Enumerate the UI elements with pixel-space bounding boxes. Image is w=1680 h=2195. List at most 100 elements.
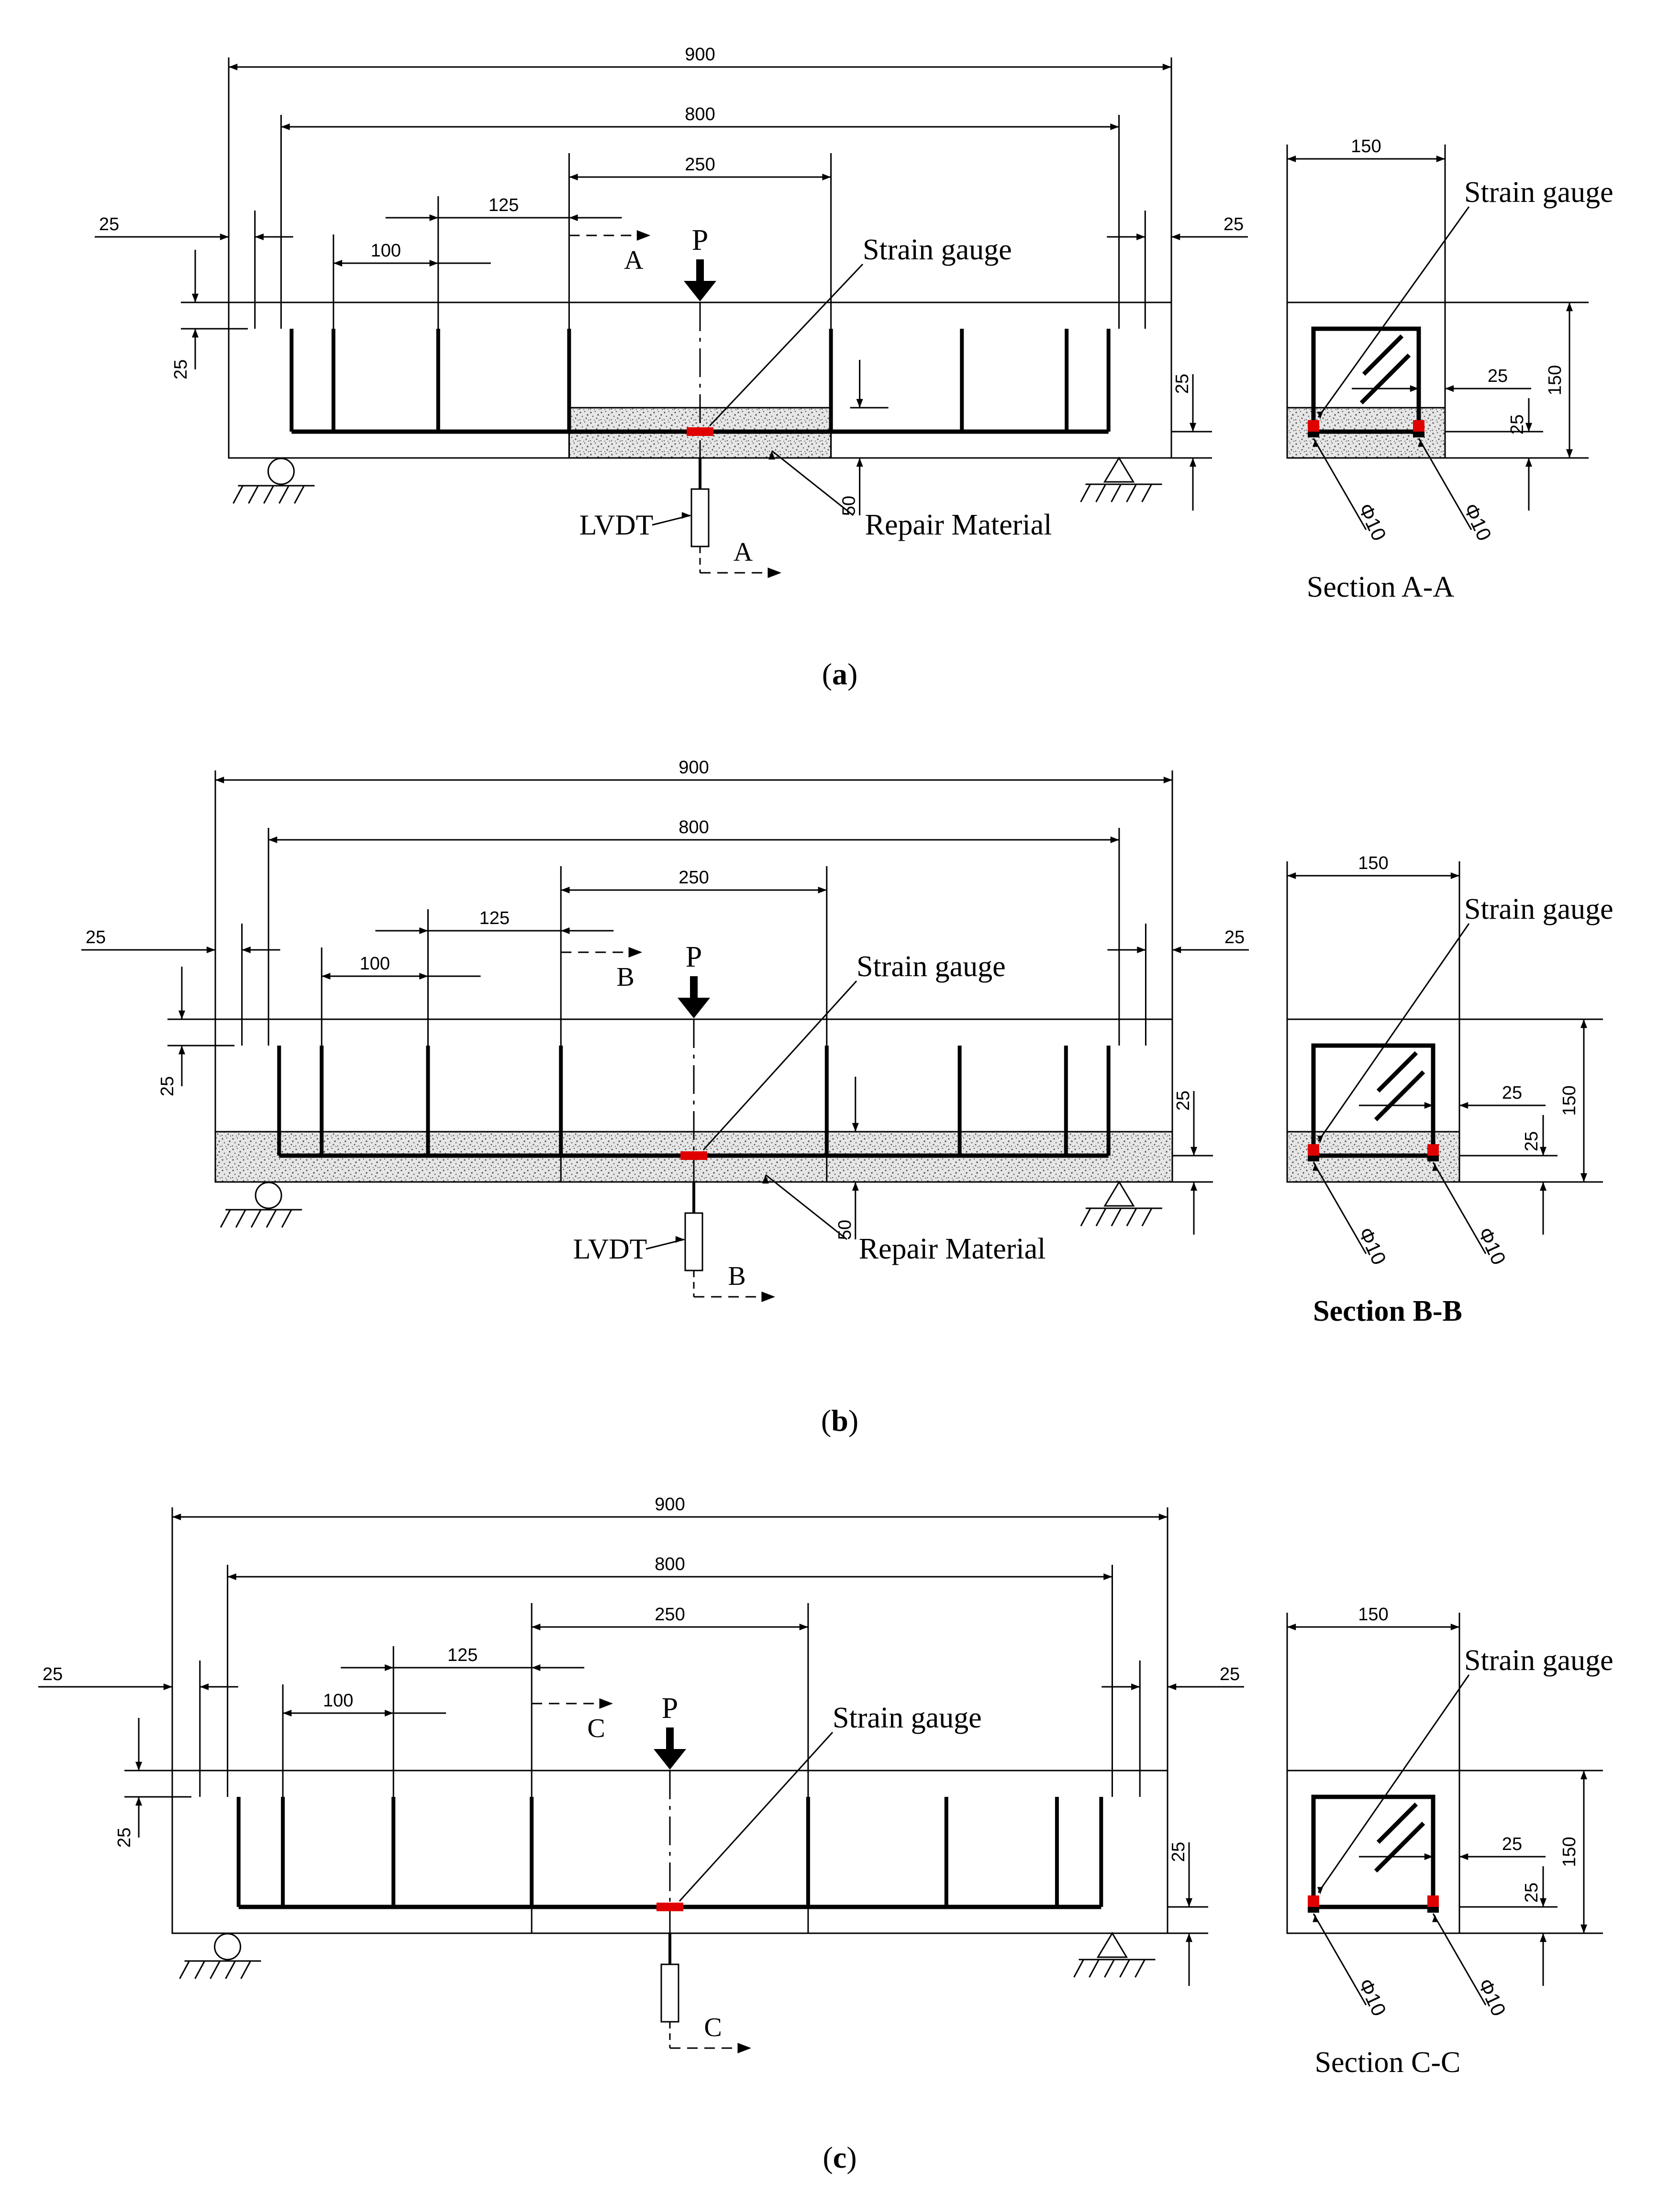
dim-100-arrow — [429, 260, 438, 267]
panel-caption: (b) — [821, 1404, 858, 1437]
roller-support-icon — [214, 1933, 242, 1961]
section-cut-top-letter: B — [617, 962, 634, 992]
section-strain-arrow — [1317, 1136, 1323, 1143]
strain-gauge-label: Strain gauge — [833, 1702, 982, 1734]
dim-section-cover-bottom-arrow2 — [1540, 1182, 1546, 1191]
lvdt-leader-arrow — [675, 1236, 684, 1243]
dim-section-cover-side-arrow — [1410, 385, 1419, 392]
stirrup-hook — [1376, 1802, 1418, 1844]
dim-span-text: 800 — [679, 817, 709, 837]
ground-hatch — [1080, 484, 1091, 502]
dim-section-cover-bottom-arrow — [1540, 1147, 1546, 1156]
stirrup-hook — [1359, 353, 1411, 405]
dim-section-cover-side-text: 25 — [1488, 366, 1508, 386]
panel-caption-letter: c — [833, 2140, 846, 2174]
bar-label-left: Φ10 — [1354, 1975, 1391, 2020]
dim-middle-zone-arrow-left — [532, 1624, 541, 1630]
dim-section-height-text: 150 — [1559, 1837, 1580, 1867]
dim-overhang-left-text: 25 — [99, 214, 119, 234]
dim-total-length-text: 900 — [685, 45, 715, 65]
dim-total-length-arrow-left — [229, 64, 238, 70]
bar-leader-right-arrow — [1432, 1163, 1438, 1171]
dim-overhang-right-arrow2 — [1168, 1683, 1177, 1690]
dim-section-height-arrow2 — [1566, 449, 1573, 458]
dim-125-arrow — [429, 214, 438, 221]
load-label: P — [662, 1692, 678, 1725]
stirrup-hook — [1376, 1051, 1418, 1093]
ground-hatch — [1073, 1959, 1084, 1978]
bar-leader-right-arrow — [1432, 1915, 1438, 1922]
dim-span-arrow-left — [281, 123, 290, 130]
load-arrow-icon — [678, 998, 710, 1018]
dim-middle-zone-arrow-left — [561, 887, 570, 893]
section-cut-top-letter: A — [624, 245, 644, 275]
dim-section-height-text: 150 — [1545, 365, 1565, 395]
dim-cover-top-arrow2 — [192, 329, 199, 338]
dim-overhang-left-arrow — [163, 1683, 172, 1690]
dim-section-height-arrow — [1566, 302, 1573, 312]
dim-section-width-text: 150 — [1351, 136, 1381, 156]
section-cut-bottom-letter: A — [734, 537, 753, 567]
section-strain-arrow — [1317, 1887, 1323, 1894]
dim-overhang-right-arrow — [1131, 1683, 1140, 1690]
dim-100-arrow — [322, 973, 331, 980]
strain-gauge-marker — [680, 1151, 707, 1160]
dim-100-text: 100 — [323, 1691, 353, 1711]
load-arrow-icon — [684, 281, 716, 301]
section-bar-right — [1427, 1907, 1439, 1913]
section-strain-gauge-label: Strain gauge — [1464, 176, 1613, 209]
dim-section-height-arrow — [1580, 1771, 1587, 1780]
bar-leader-left-arrow — [1313, 1915, 1318, 1922]
dim-middle-zone-text: 250 — [679, 868, 709, 888]
ground-hatch — [1111, 1208, 1122, 1226]
dim-span-text: 800 — [655, 1554, 685, 1574]
lvdt-icon — [690, 488, 710, 547]
ground-hatch — [1080, 1208, 1091, 1226]
strain-gauge-marker — [687, 427, 713, 436]
ground-hatch — [1095, 1208, 1107, 1226]
panel-caption-letter: a — [832, 657, 847, 691]
section-stirrup — [1311, 326, 1421, 434]
section-strain-gauge-label: Strain gauge — [1464, 893, 1613, 925]
ground-hatch — [266, 1209, 277, 1228]
section-cut-bottom-arrow — [737, 2043, 751, 2053]
dim-total-length-arrow-right — [1162, 64, 1171, 70]
ground-hatch — [250, 1209, 262, 1228]
dim-section-cover-bottom-text: 25 — [1522, 1883, 1542, 1903]
dim-cover-bottom-arrow — [1186, 1898, 1192, 1907]
dim-overhang-right-text: 25 — [1224, 214, 1244, 234]
strain-gauge-leader — [709, 263, 864, 427]
dim-overhang-left-text: 25 — [86, 927, 106, 947]
dim-repair-depth-arrow2 — [856, 458, 863, 467]
section-cut-top-arrow — [636, 230, 651, 241]
dim-section-width-arrow-left — [1287, 156, 1296, 162]
dim-section-cover-bottom-arrow — [1540, 1898, 1546, 1907]
ground-hatch — [1135, 1959, 1146, 1978]
dim-middle-zone-arrow-left — [569, 174, 578, 180]
section-bar-left — [1308, 1156, 1319, 1161]
bar-label-right: Φ10 — [1474, 1975, 1511, 2020]
ground-hatch — [233, 485, 244, 504]
ground-hatch — [210, 1961, 221, 1979]
ground-hatch — [225, 1961, 236, 1979]
dim-section-cover-bottom-arrow2 — [1525, 458, 1532, 467]
load-label: P — [692, 224, 708, 256]
dim-total-length-arrow-right — [1163, 777, 1172, 783]
dim-repair-depth-text: 50 — [835, 1220, 855, 1240]
dim-cover-bottom-text: 25 — [1172, 374, 1192, 394]
ground-hatch — [1089, 1959, 1100, 1978]
section-cut-bottom-arrow — [768, 568, 781, 578]
bar-leader-right-arrow — [1418, 439, 1424, 447]
dim-section-cover-side-text: 25 — [1502, 1834, 1522, 1854]
dim-overhang-right-text: 25 — [1224, 927, 1245, 947]
strain-gauge-marker — [656, 1903, 683, 1911]
dim-section-cover-bottom-text: 25 — [1522, 1131, 1542, 1151]
dim-middle-zone-arrow-right — [822, 174, 831, 180]
dim-overhang-right-arrow — [1136, 234, 1146, 240]
section-cut-top-arrow — [628, 947, 643, 958]
dim-section-height-arrow2 — [1580, 1173, 1587, 1182]
dim-section-height-text: 150 — [1559, 1085, 1580, 1115]
